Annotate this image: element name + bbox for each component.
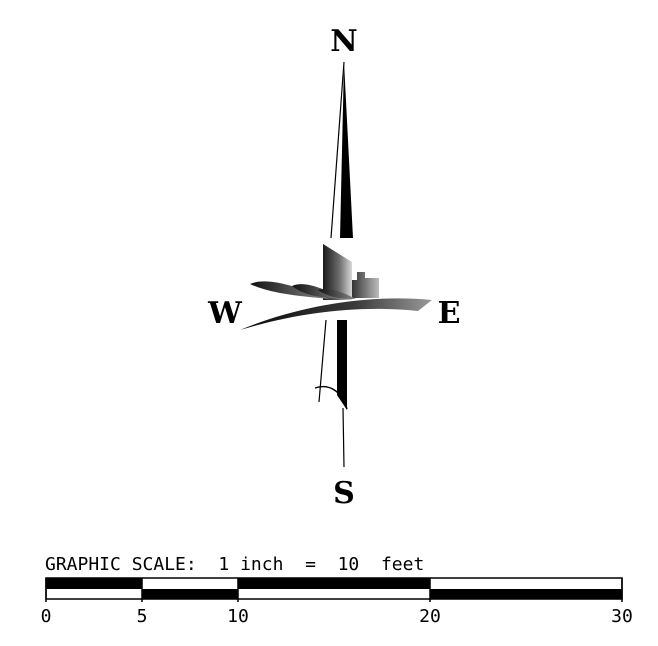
scale-segment-bottom bbox=[238, 589, 430, 599]
scale-caption: GRAPHIC SCALE: 1 inch = 10 feet bbox=[45, 554, 424, 575]
north-label: N bbox=[330, 24, 357, 59]
east-label: E bbox=[438, 296, 461, 331]
graphic-scale: GRAPHIC SCALE: 1 inch = 10 feet 0 5 10 20 30 bbox=[41, 554, 633, 627]
scale-tick-label: 10 bbox=[227, 606, 249, 627]
main-swoosh bbox=[240, 298, 432, 330]
north-needle bbox=[330, 61, 353, 239]
scale-segment-top bbox=[46, 578, 142, 589]
scale-tick-label: 20 bbox=[419, 606, 441, 627]
scale-segment-top bbox=[238, 578, 430, 589]
scale-segment-top bbox=[142, 578, 238, 589]
scale-segment-bottom bbox=[142, 589, 238, 599]
south-label: S bbox=[333, 476, 355, 511]
building-emblem bbox=[323, 244, 379, 300]
scale-segment-top bbox=[430, 578, 622, 589]
scale-segment-bottom bbox=[46, 589, 142, 599]
scale-segment-bottom bbox=[430, 589, 622, 599]
scale-tick-label: 5 bbox=[137, 606, 148, 627]
south-needle bbox=[314, 319, 348, 468]
scale-tick-label: 30 bbox=[611, 606, 633, 627]
scale-tick-label: 0 bbox=[41, 606, 52, 627]
west-label: W bbox=[207, 296, 243, 331]
wing-swooshes bbox=[250, 281, 356, 299]
scale-bar: 0 5 10 20 30 bbox=[41, 577, 633, 627]
